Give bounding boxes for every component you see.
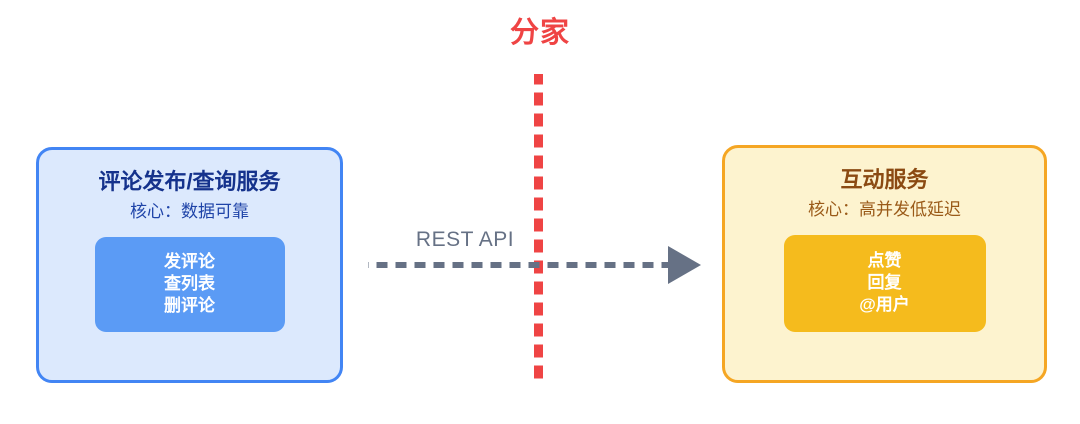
service-card-comment[interactable]: 评论发布/查询服务 核心：数据可靠 发评论 查列表 删评论 <box>36 147 343 383</box>
service-subtitle: 核心：数据可靠 <box>130 201 249 221</box>
operation-item: 回复 <box>867 273 902 293</box>
split-divider-line <box>534 74 543 384</box>
operation-item: 发评论 <box>164 252 215 272</box>
service-subtitle: 核心：高并发低延迟 <box>808 199 961 219</box>
rest-api-arrow-line <box>368 262 670 268</box>
operation-item: 删评论 <box>164 295 215 315</box>
service-title: 互动服务 <box>840 167 929 192</box>
service-title: 评论发布/查询服务 <box>98 169 281 194</box>
service-card-interaction[interactable]: 互动服务 核心：高并发低延迟 点赞 回复 @用户 <box>722 145 1047 383</box>
rest-api-arrow-head <box>668 246 701 284</box>
split-title: 分家 <box>509 17 570 49</box>
service-operations-chip: 发评论 查列表 删评论 <box>94 236 285 332</box>
operation-item: 查列表 <box>164 274 215 294</box>
rest-api-label: REST API <box>415 228 515 251</box>
service-operations-chip: 点赞 回复 @用户 <box>783 234 986 332</box>
operation-item: 点赞 <box>867 251 902 271</box>
operation-item: @用户 <box>859 294 910 314</box>
